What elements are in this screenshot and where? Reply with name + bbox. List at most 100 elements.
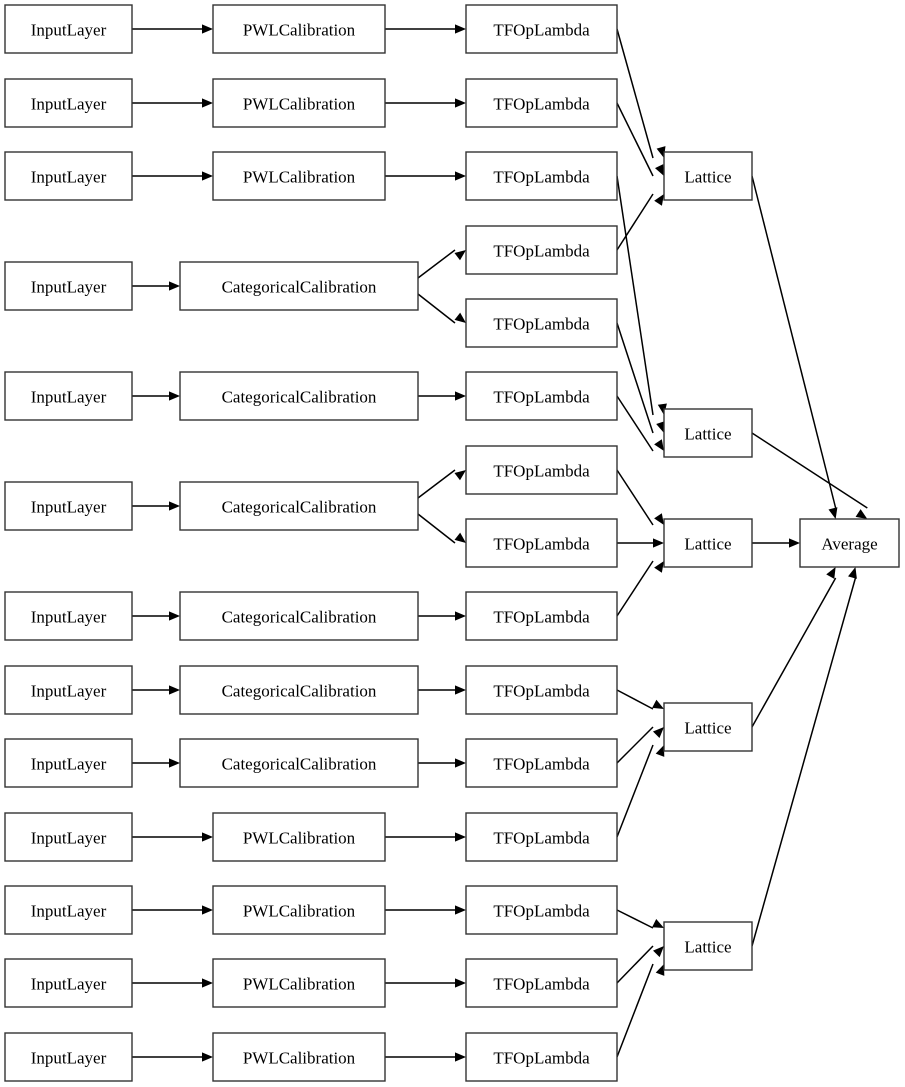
node-label: TFOpLambda	[493, 829, 590, 848]
node-in5[interactable]: InputLayer	[4, 371, 133, 421]
node-box	[179, 481, 419, 531]
edge-op10-to-lat4	[616, 689, 654, 710]
edge-lat1-to-avg	[751, 175, 837, 509]
node-cal3[interactable]: PWLCalibration	[212, 151, 386, 201]
node-op13[interactable]: TFOpLambda	[465, 885, 618, 935]
node-op2[interactable]: TFOpLambda	[465, 78, 618, 128]
edge-arrowhead	[455, 905, 466, 915]
node-box	[4, 371, 133, 421]
node-in4[interactable]: InputLayer	[4, 261, 133, 311]
node-in2[interactable]: InputLayer	[4, 78, 133, 128]
edge-arrowhead	[454, 532, 466, 543]
node-cal8[interactable]: CategoricalCalibration	[179, 665, 419, 715]
node-in11[interactable]: InputLayer	[4, 885, 133, 935]
edge-lat4-to-avg	[751, 577, 837, 728]
node-op4[interactable]: TFOpLambda	[465, 225, 618, 275]
edge-arrowhead	[169, 501, 180, 511]
node-cal6[interactable]: CategoricalCalibration	[179, 481, 419, 531]
node-label: CategoricalCalibration	[222, 278, 377, 297]
node-box	[465, 445, 618, 495]
node-box	[4, 812, 133, 862]
edge-arrowhead	[202, 24, 213, 34]
node-label: InputLayer	[31, 755, 107, 774]
edge-lat2-to-avg	[751, 432, 868, 509]
node-op1[interactable]: TFOpLambda	[465, 4, 618, 54]
node-box	[212, 885, 386, 935]
node-label: InputLayer	[31, 975, 107, 994]
node-lat2[interactable]: Lattice	[663, 408, 753, 458]
node-op3[interactable]: TFOpLambda	[465, 151, 618, 201]
node-cal1[interactable]: PWLCalibration	[212, 4, 386, 54]
node-box	[4, 151, 133, 201]
edge-arrowhead	[202, 171, 213, 181]
node-label: Lattice	[684, 535, 731, 554]
node-box	[4, 78, 133, 128]
node-cal11[interactable]: PWLCalibration	[212, 885, 386, 935]
node-op11[interactable]: TFOpLambda	[465, 738, 618, 788]
node-layer: InputLayerInputLayerInputLayerInputLayer…	[4, 4, 900, 1082]
node-cal7[interactable]: CategoricalCalibration	[179, 591, 419, 641]
edge-arrowhead	[455, 98, 466, 108]
node-in12[interactable]: InputLayer	[4, 958, 133, 1008]
node-label: TFOpLambda	[493, 388, 590, 407]
edge-arrowhead	[655, 164, 664, 176]
node-in8[interactable]: InputLayer	[4, 665, 133, 715]
edge-arrowhead	[455, 611, 466, 621]
edge-op9-to-lat3	[616, 560, 654, 617]
node-label: Lattice	[684, 168, 731, 187]
node-label: TFOpLambda	[493, 95, 590, 114]
node-box	[465, 665, 618, 715]
node-box	[212, 1032, 386, 1082]
node-lat3[interactable]: Lattice	[663, 518, 753, 568]
node-in10[interactable]: InputLayer	[4, 812, 133, 862]
edge-arrowhead	[455, 832, 466, 842]
node-avg[interactable]: Average	[799, 518, 900, 568]
node-label: CategoricalCalibration	[222, 608, 377, 627]
node-in13[interactable]: InputLayer	[4, 1032, 133, 1082]
edge-arrowhead	[202, 832, 213, 842]
edge-op7-to-lat3	[616, 469, 654, 526]
node-label: Lattice	[684, 719, 731, 738]
node-op12[interactable]: TFOpLambda	[465, 812, 618, 862]
node-in9[interactable]: InputLayer	[4, 738, 133, 788]
edge-arrowhead	[202, 978, 213, 988]
node-cal2[interactable]: PWLCalibration	[212, 78, 386, 128]
node-lat1[interactable]: Lattice	[663, 151, 753, 201]
edge-arrowhead	[169, 281, 180, 291]
edge-op11-to-lat4	[616, 726, 654, 764]
edge-arrowhead	[654, 561, 664, 573]
node-op5[interactable]: TFOpLambda	[465, 298, 618, 348]
node-cal12[interactable]: PWLCalibration	[212, 958, 386, 1008]
node-in7[interactable]: InputLayer	[4, 591, 133, 641]
node-in6[interactable]: InputLayer	[4, 481, 133, 531]
node-cal10[interactable]: PWLCalibration	[212, 812, 386, 862]
node-op15[interactable]: TFOpLambda	[465, 1032, 618, 1082]
node-op10[interactable]: TFOpLambda	[465, 665, 618, 715]
edge-arrowhead	[202, 1052, 213, 1062]
edge-op12-to-lat4	[616, 744, 654, 838]
node-op7[interactable]: TFOpLambda	[465, 445, 618, 495]
edge-op3-to-lat2	[616, 175, 654, 416]
node-lat5[interactable]: Lattice	[663, 921, 753, 971]
node-cal5[interactable]: CategoricalCalibration	[179, 371, 419, 421]
node-label: TFOpLambda	[493, 21, 590, 40]
node-op6[interactable]: TFOpLambda	[465, 371, 618, 421]
node-cal13[interactable]: PWLCalibration	[212, 1032, 386, 1082]
edge-arrowhead	[855, 509, 868, 519]
node-box	[663, 518, 753, 568]
node-cal9[interactable]: CategoricalCalibration	[179, 738, 419, 788]
edge-op6-to-lat2	[616, 395, 654, 452]
node-label: InputLayer	[31, 902, 107, 921]
node-label: TFOpLambda	[493, 755, 590, 774]
node-in3[interactable]: InputLayer	[4, 151, 133, 201]
node-op8[interactable]: TFOpLambda	[465, 518, 618, 568]
node-label: PWLCalibration	[243, 975, 356, 994]
node-box	[663, 151, 753, 201]
node-op14[interactable]: TFOpLambda	[465, 958, 618, 1008]
edge-cal6-to-op8	[417, 513, 456, 544]
node-lat4[interactable]: Lattice	[663, 702, 753, 752]
node-in1[interactable]: InputLayer	[4, 4, 133, 54]
node-cal4[interactable]: CategoricalCalibration	[179, 261, 419, 311]
node-op9[interactable]: TFOpLambda	[465, 591, 618, 641]
node-label: CategoricalCalibration	[222, 388, 377, 407]
